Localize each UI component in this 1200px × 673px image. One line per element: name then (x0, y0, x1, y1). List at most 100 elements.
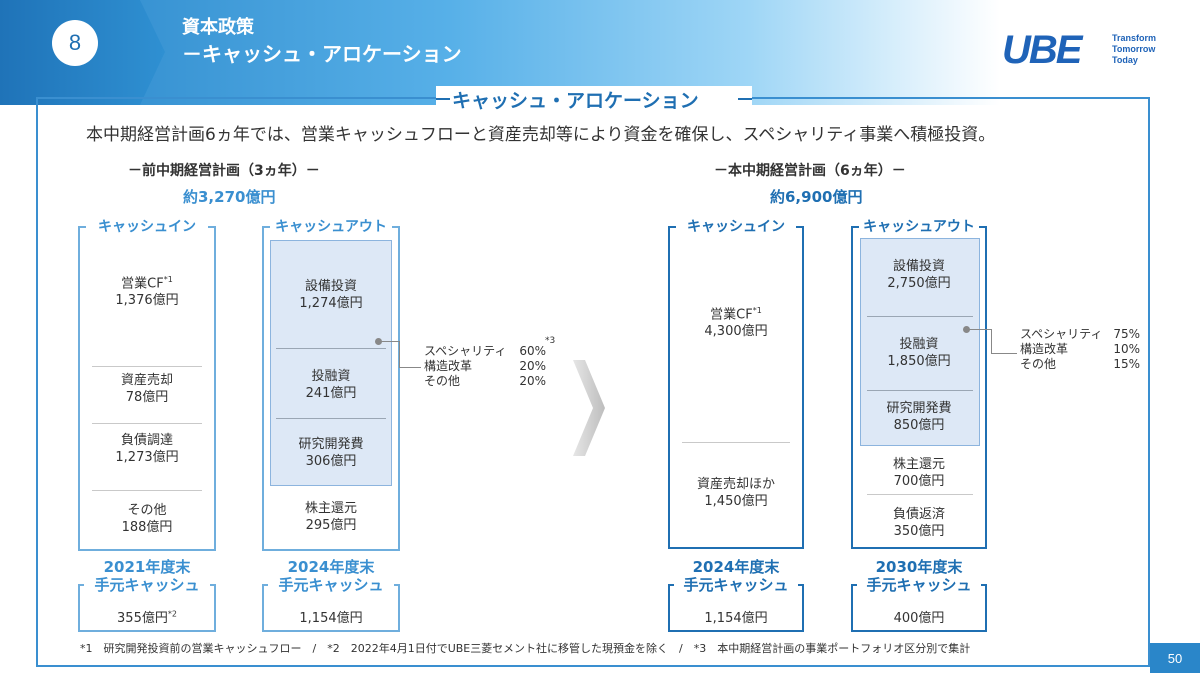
box-cap-right (981, 584, 987, 586)
new-cash-out-column: キャッシュアウト 設備投資 2,750億円 投融資 1,850億円 研究開発費 … (851, 219, 987, 549)
item-name: 研究開発費 (298, 437, 364, 452)
frame-title: キャッシュ・アロケーション (452, 90, 699, 112)
item-name: 資産売却ほか (696, 477, 775, 492)
item-name: 営業CF (710, 307, 753, 323)
prev-in-item: 資産売却 78億円 (80, 372, 214, 406)
logo-mark: UBE (1002, 28, 1082, 72)
new-out-item: 株主還元 700億円 (853, 456, 985, 490)
item-separator (867, 316, 973, 317)
item-name: 株主還元 (304, 501, 357, 516)
prev-plan-heading: －前中期経営計画（3ヵ年）－ (128, 163, 320, 179)
item-separator (92, 423, 202, 424)
item-separator (276, 418, 386, 419)
prev-out-item: 設備投資 1,274億円 (264, 278, 398, 312)
prev-year-out: 2024年度末 (287, 558, 375, 576)
prev-cash-box-in: 手元キャッシュ 355億円*2 (78, 576, 216, 632)
footnote-mark: *2 (167, 609, 177, 619)
frame-title-background (436, 86, 752, 112)
footnote: *1 研究開発投資前の営業キャッシュフロー / *2 2022年4月1日付でUB… (80, 642, 971, 655)
col-cap-left (78, 226, 86, 228)
item-value: 78億円 (125, 390, 169, 405)
item-separator (682, 442, 790, 443)
cash-value: 355億円*2 (80, 607, 214, 626)
prev-in-item: 営業CF*1 1,376億円 (80, 271, 214, 309)
prev-in-item: その他 188億円 (80, 502, 214, 536)
new-out-item: 投融資 1,850億円 (853, 336, 985, 370)
new-cash-in-label: キャッシュイン (687, 219, 785, 235)
col-cap-left (668, 226, 676, 228)
allocation-pct: 20% (519, 374, 546, 388)
allocation-footnote-mark: *3 (545, 336, 556, 346)
box-cap-left (78, 584, 84, 586)
new-cash-box-out: 手元キャッシュ 400億円 (851, 576, 987, 632)
allocation-dot (963, 326, 970, 333)
item-separator (867, 494, 973, 495)
item-name: 投融資 (311, 369, 351, 384)
page-number: 50 (1150, 643, 1200, 673)
box-cap-left (851, 584, 857, 586)
lead-text: 本中期経営計画6ヵ年では、営業キャッシュフローと資産売却等により資金を確保し、ス… (86, 125, 996, 145)
item-value: 850億円 (893, 418, 945, 433)
item-value: 1,850億円 (887, 354, 951, 369)
investment-shade (860, 238, 980, 446)
item-value: 1,450億円 (704, 494, 768, 509)
prev-out-item: 株主還元 295億円 (264, 500, 398, 534)
header-title: 資本政策 (182, 17, 254, 38)
prev-cash-box-out: 手元キャッシュ 1,154億円 (262, 576, 400, 632)
footnote-mark: *1 (163, 275, 173, 284)
item-separator (276, 348, 386, 349)
new-cash-in-column: キャッシュイン 営業CF*1 4,300億円 資産売却ほか 1,450億円 (668, 219, 804, 549)
allocation-leader (969, 329, 991, 330)
col-cap-right (979, 226, 987, 228)
frame-title-dash-left (436, 98, 450, 100)
item-value: 306億円 (305, 454, 357, 469)
allocation-pct: 20% (519, 359, 546, 373)
col-cap-right (208, 226, 216, 228)
allocation-name: スペシャリティ (1020, 327, 1103, 341)
item-separator (92, 490, 202, 491)
new-plan-heading: －本中期経営計画（6ヵ年）－ (714, 163, 906, 179)
item-name: 負債返済 (892, 507, 945, 522)
cash-value: 1,154億円 (299, 611, 363, 626)
new-in-item: 営業CF*1 4,300億円 (670, 302, 802, 340)
cash-value: 400億円 (893, 611, 945, 626)
cash-label: 手元キャッシュ (683, 576, 789, 594)
new-cash-box-in: 手元キャッシュ 1,154億円 (668, 576, 804, 632)
item-value: 1,274億円 (299, 296, 363, 311)
frame-title-dash-right (738, 98, 752, 100)
new-year-out: 2030年度末 (875, 558, 963, 576)
new-out-item: 負債返済 350億円 (853, 506, 985, 540)
col-cap-right (796, 226, 804, 228)
box-cap-left (668, 584, 674, 586)
allocation-name: 構造改革 (424, 359, 473, 373)
item-value: 4,300億円 (704, 324, 768, 340)
col-cap-left (262, 226, 270, 228)
cash-label: 手元キャッシュ (278, 576, 384, 594)
col-cap-right (392, 226, 400, 228)
item-name: 投融資 (899, 337, 939, 352)
new-plan-total: 約6,900億円 (770, 188, 863, 206)
col-cap-left (851, 226, 859, 228)
box-cap-right (210, 584, 216, 586)
item-separator (867, 390, 973, 391)
allocation-leader (991, 353, 1017, 354)
prev-cash-in-column: キャッシュイン 営業CF*1 1,376億円 資産売却 78億円 負債調達 1,… (78, 219, 216, 551)
transition-arrow (573, 360, 605, 456)
new-out-item: 設備投資 2,750億円 (853, 258, 985, 292)
allocation-row: 構造改革 20% (424, 359, 546, 374)
prev-cash-out-column: キャッシュアウト 設備投資 1,274億円 投融資 241億円 研究開発費 30… (262, 219, 400, 551)
cash-value: 1,154億円 (704, 611, 768, 626)
prev-out-item: 投融資 241億円 (264, 368, 398, 402)
footnote-mark: *1 (752, 306, 762, 315)
cash-amount: 355億円 (117, 611, 168, 626)
allocation-dot (375, 338, 382, 345)
item-value: 700億円 (893, 474, 945, 489)
allocation-pct: 10% (1113, 342, 1140, 356)
new-out-item: 研究開発費 850億円 (853, 400, 985, 434)
allocation-leader (399, 341, 400, 367)
item-value: 295億円 (305, 518, 357, 533)
item-value: 1,273億円 (115, 450, 179, 465)
